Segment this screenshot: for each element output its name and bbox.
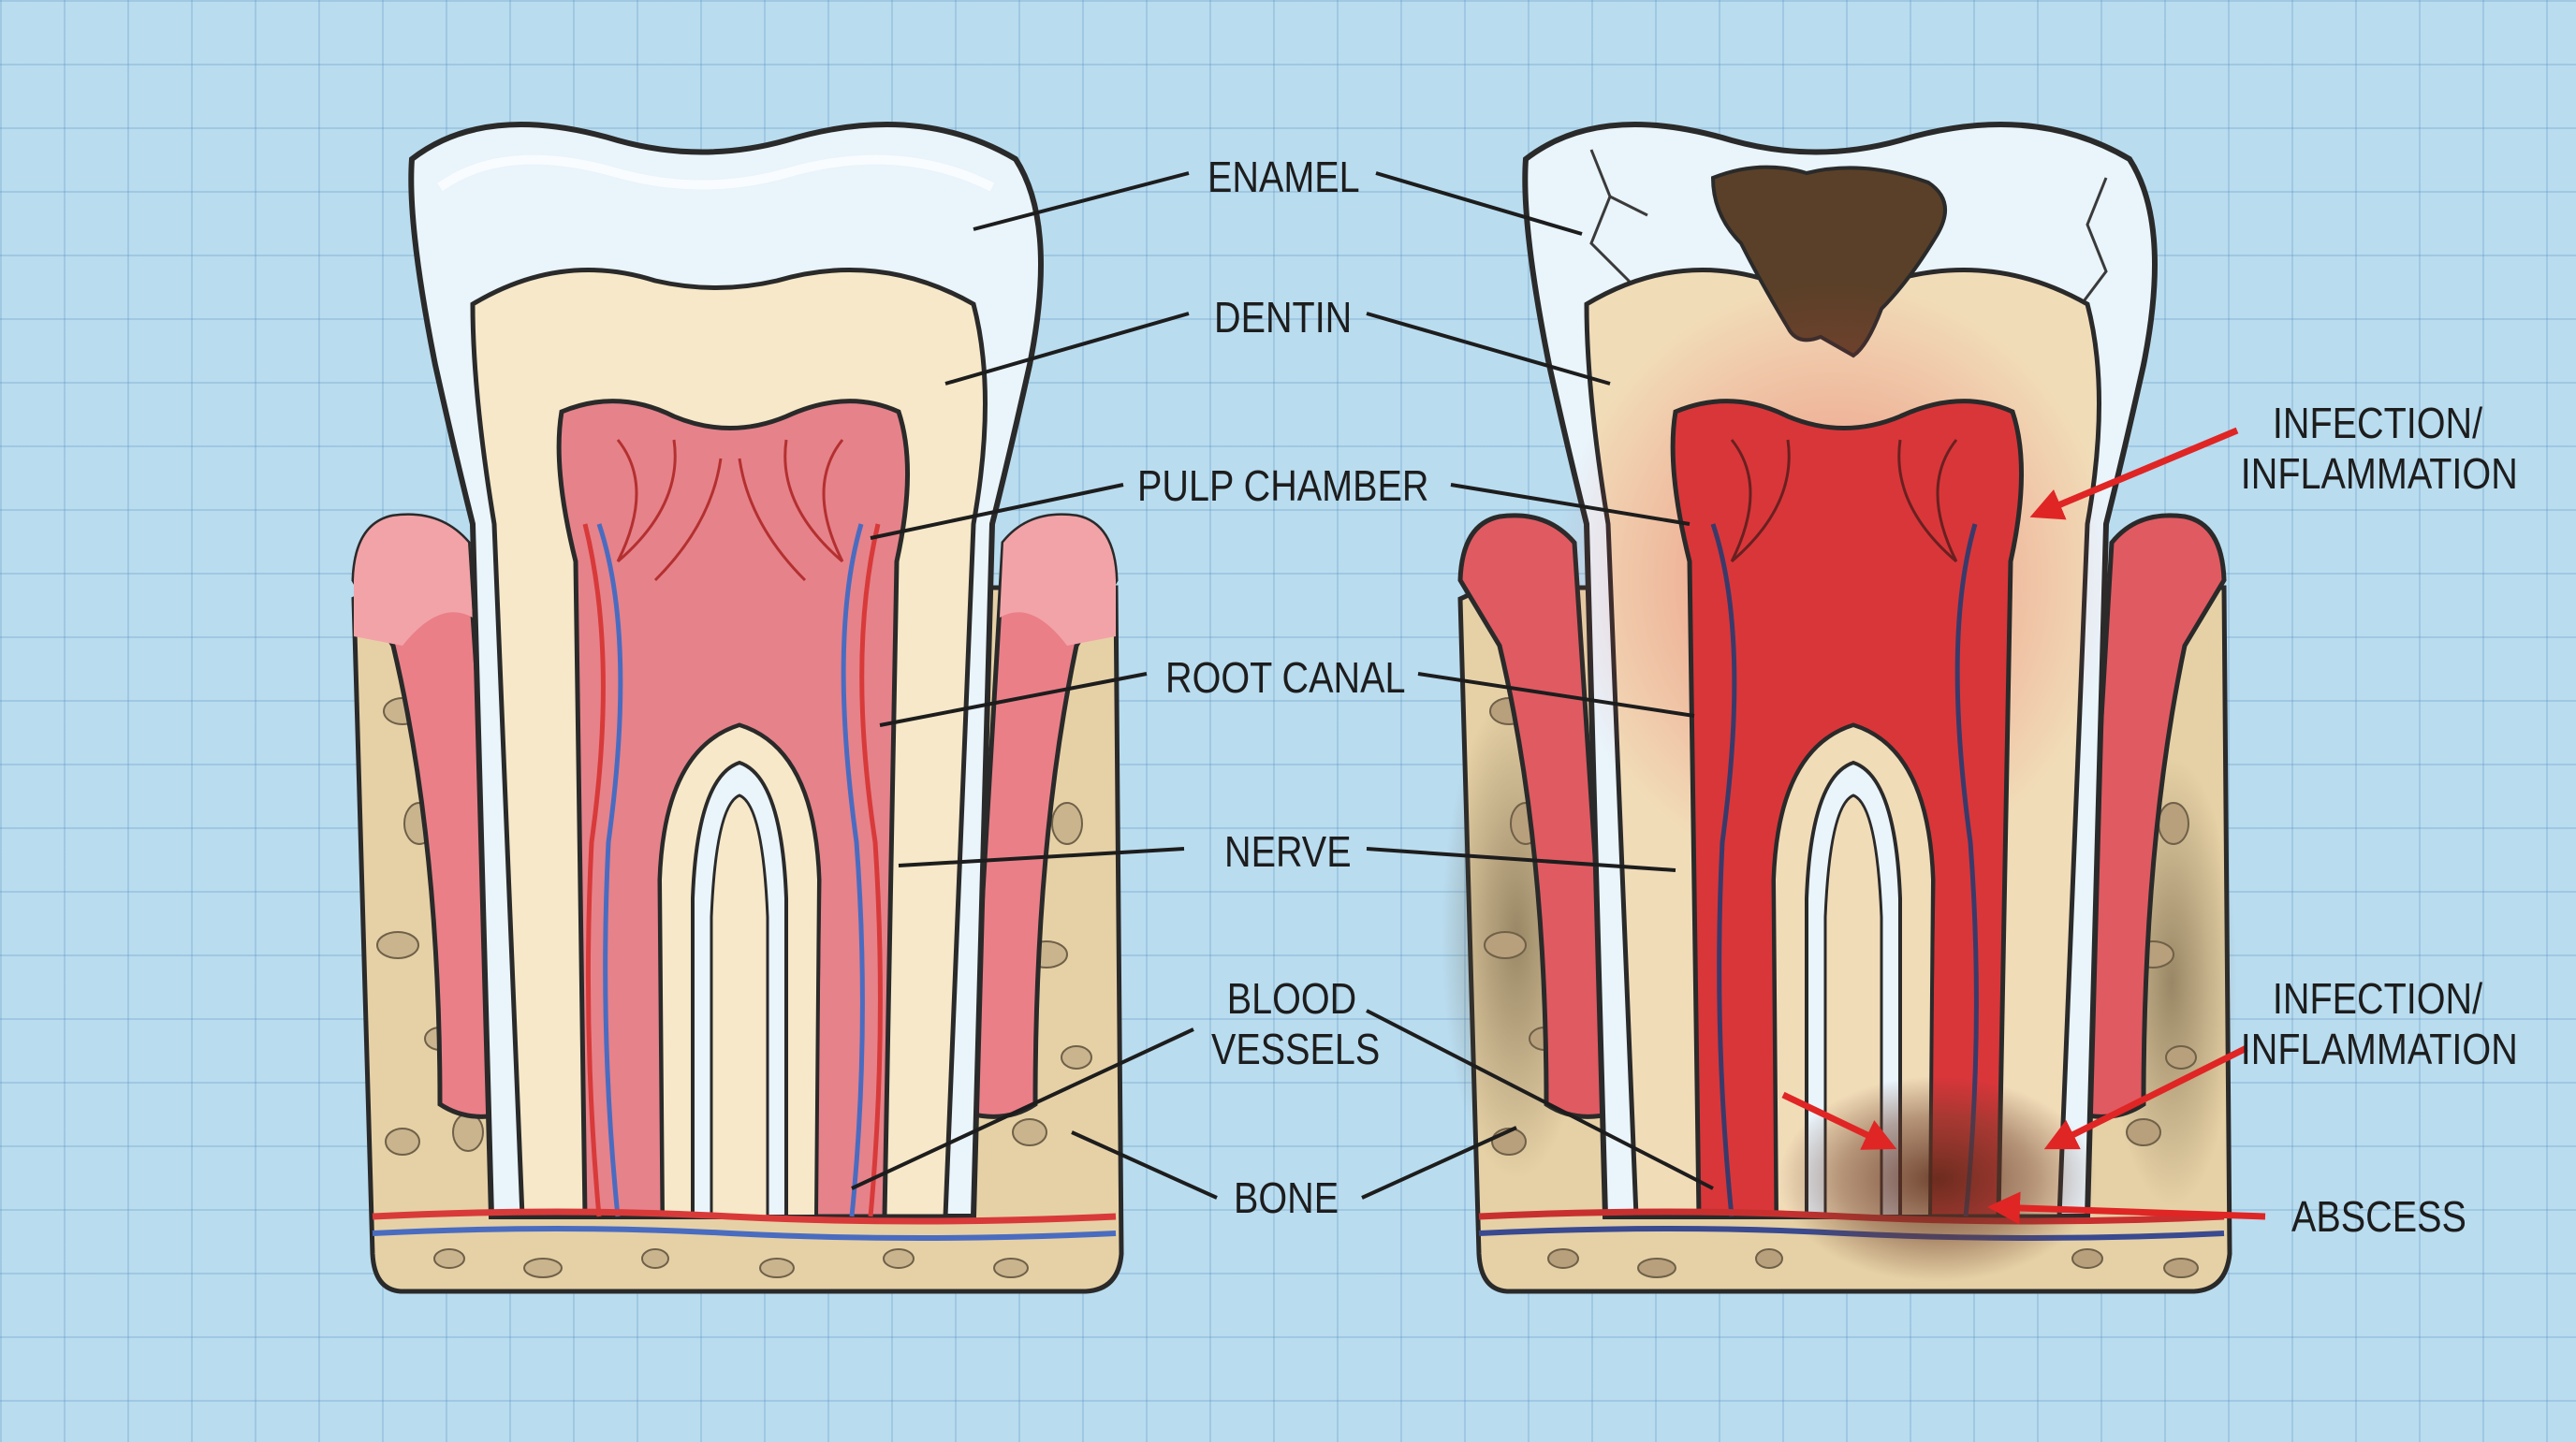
label-blood-vessels-line2: VESSELS <box>1211 1025 1381 1073</box>
label-bone: BONE <box>1234 1173 1339 1222</box>
label-dentin: DENTIN <box>1214 293 1353 342</box>
label-enamel: ENAMEL <box>1208 153 1360 201</box>
leader-lines <box>851 171 1714 1200</box>
healthy-tooth <box>351 122 1124 1294</box>
label-root-canal: ROOT CANAL <box>1165 653 1406 702</box>
label-infection-lower: INFECTION/ INFLAMMATION <box>2240 973 2518 1074</box>
label-infection-upper: INFECTION/ INFLAMMATION <box>2240 398 2518 499</box>
label-infection-upper-line2: INFLAMMATION <box>2240 449 2518 498</box>
abscess-area <box>1778 1076 2097 1282</box>
label-infection-upper-line1: INFECTION/ <box>2272 399 2483 447</box>
infected-tooth <box>1442 122 2237 1294</box>
label-nerve: NERVE <box>1224 827 1352 876</box>
label-pulp-chamber: PULP CHAMBER <box>1137 461 1429 510</box>
nerve-and-vessels-left <box>582 439 883 1217</box>
label-infection-lower-line1: INFECTION/ <box>2272 974 2483 1023</box>
label-infection-lower-line2: INFLAMMATION <box>2240 1025 2518 1073</box>
label-blood-vessels: BLOOD VESSELS <box>1211 973 1381 1074</box>
label-blood-vessels-line1: BLOOD <box>1226 974 1357 1023</box>
infection-arrows <box>1781 427 2266 1225</box>
label-abscess: ABSCESS <box>2291 1192 2466 1241</box>
